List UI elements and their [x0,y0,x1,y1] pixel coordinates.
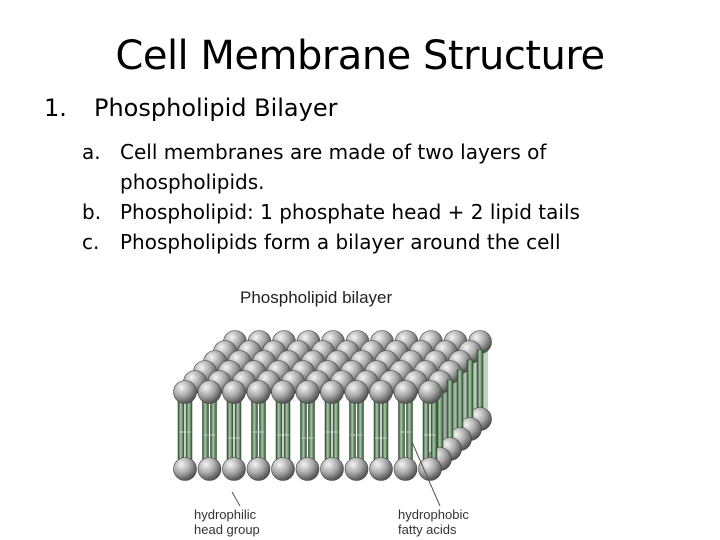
phosphate-head [173,457,197,481]
list-item-a: a. Cell membranes are made of two layers… [82,137,692,197]
diagram-caption: Phospholipid bilayer [240,288,393,307]
lipid-tail [234,399,242,462]
lipid-tail [357,399,364,462]
tail-label-line-2: fatty acids [398,522,457,537]
lipid-tail [349,399,356,462]
lipid-tail-back [466,359,474,422]
phosphate-head [344,457,369,481]
phosphate-head [246,380,271,404]
phosphate-head [320,457,344,481]
lipid-tail [275,399,283,462]
lipid-tail [430,399,438,462]
lipid-tail [300,399,307,462]
phosphate-head [197,457,222,481]
hydrophobic-tail-label: hydrophobic fatty acids [398,507,469,537]
section-number: 1. [44,94,67,122]
head-label-line-1: hydrophilic [194,507,257,522]
list-item-letter: c. [82,230,100,254]
lipid-tail [251,399,258,462]
tail-label-line-1: hydrophobic [398,507,469,522]
lipid-tail [406,399,413,462]
lipid-tail [381,399,389,462]
lipid-tail [185,399,193,462]
callout-lines [231,441,441,507]
phosphate-head [393,457,418,481]
phosphate-head [369,457,393,481]
list-item-text: Phospholipid: 1 phosphate head + 2 lipid… [120,200,580,224]
list-item-text: Phospholipids form a bilayer around the … [120,230,561,254]
lipid-tail-back [476,349,484,412]
list-item-b: b. Phospholipid: 1 phosphate head + 2 li… [82,197,692,227]
phosphate-head [295,457,320,481]
phosphate-head [222,380,246,404]
list-item-c: c. Phospholipids form a bilayer around t… [82,227,692,257]
lipid-tail [177,399,185,462]
lipid-tail-back [456,369,464,432]
lipid-tail [324,399,332,462]
phosphate-head [295,380,320,404]
phosphate-head [271,457,295,481]
phosphate-head [418,380,442,404]
phosphate-head [320,380,344,404]
section-heading: 1. Phospholipid Bilayer [44,92,337,124]
bilayer-front-layer [173,380,442,481]
lipid-tail-back [446,379,454,442]
phosphate-head [197,380,222,404]
lipid-tail [202,399,209,462]
hydrophilic-head-label: hydrophilic head group [194,507,260,537]
phosphate-head [222,457,246,481]
section-heading-text: Phospholipid Bilayer [94,94,338,122]
phosphate-head [418,457,442,481]
list-item-letter: b. [82,200,102,224]
lipid-tail [398,399,405,462]
head-label-line-2: head group [194,522,260,537]
list-item-text: Cell membranes are made of two layers of… [120,140,547,194]
phosphate-head [344,380,369,404]
lipid-tail [308,399,315,462]
lipid-tail [373,399,381,462]
phosphate-head [173,380,197,404]
phosphate-head [271,380,295,404]
lipid-tail [283,399,291,462]
tail-callout-line [411,441,441,507]
lipid-tail [210,399,217,462]
phosphate-head [246,457,271,481]
phosphate-head [369,380,393,404]
slide-title: Cell Membrane Structure [115,33,605,79]
list-item-letter: a. [82,140,101,164]
lipid-tail [422,399,430,462]
head-callout-line [231,491,241,507]
lipid-tail [332,399,340,462]
phospholipid-bilayer-diagram [173,330,492,507]
lipid-tail [259,399,266,462]
phosphate-head [393,380,418,404]
lipid-tail [226,399,234,462]
